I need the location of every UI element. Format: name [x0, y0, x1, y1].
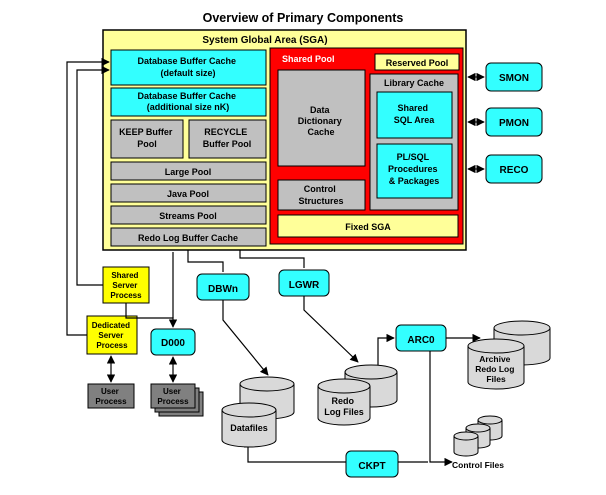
svg-text:D000: D000: [161, 338, 185, 349]
svg-text:Database Buffer Cache (a: Database Buffer Cache (additional size n…: [137, 91, 238, 112]
svg-text:DBWn: DBWn: [208, 284, 238, 295]
recycle-buffer-pool: RECYCLE Buffer Pool: [188, 119, 267, 159]
svg-text:Large Pool: Large Pool: [165, 167, 212, 177]
shared-sql-area: Shared SQL Area: [376, 91, 453, 139]
db-buffer-cache-nk: Database Buffer Cache (additional size n…: [110, 87, 267, 117]
svg-text:Redo Log Files: Redo Log Files: [324, 396, 364, 417]
large-pool: Large Pool: [110, 161, 267, 181]
user-process-stack: User Process: [150, 383, 204, 417]
svg-text:Shared Pool: Shared Pool: [282, 54, 335, 64]
svg-text:RECYCLE Buffer Pool: RECYCLE Buffer Pool: [203, 127, 252, 149]
svg-text:ARC0: ARC0: [407, 335, 435, 346]
svg-text:User Process: User Process: [95, 387, 127, 406]
svg-text:Fixed SGA: Fixed SGA: [345, 222, 391, 232]
fixed-sga: Fixed SGA: [277, 214, 459, 238]
dedicated-server-process: Dedicated Server Process: [86, 315, 138, 355]
user-process-dedicated: User Process: [87, 383, 135, 409]
diagram-title: Overview of Primary Components: [203, 11, 404, 25]
svg-text:Dedicated Server P: Dedicated Server Process: [92, 321, 132, 350]
sga-process-connectors: [467, 72, 485, 174]
svg-text:CKPT: CKPT: [358, 461, 385, 472]
lgwr-process: LGWR: [278, 269, 330, 297]
redo-log-files-disk: Redo Log Files: [317, 364, 398, 426]
pmon-process: PMON: [485, 107, 543, 137]
svg-text:Control Files: Control Files: [452, 460, 504, 470]
reserved-pool: Reserved Pool: [374, 53, 460, 71]
data-dictionary-cache: Data Dictionary Cache: [277, 69, 366, 167]
svg-text:KEEP Buffer Pool: KEEP Buffer Pool: [119, 127, 175, 149]
sga-label: System Global Area (SGA): [202, 35, 327, 46]
svg-text:LGWR: LGWR: [289, 280, 320, 291]
d000-dispatcher: D000: [150, 328, 196, 356]
svg-text:Shared SQL Area: Shared SQL Area: [394, 103, 436, 125]
control-files-disk: Control Files: [452, 415, 504, 470]
svg-text:Archive Redo Log F: Archive Redo Log Files: [475, 354, 517, 384]
redo-log-buffer-cache: Redo Log Buffer Cache: [110, 227, 267, 247]
dbwn-process: DBWn: [196, 273, 250, 301]
svg-text:Control Structures: Control Structures: [298, 184, 343, 206]
server-connectors: [66, 57, 178, 383]
streams-pool: Streams Pool: [110, 205, 267, 225]
svg-text:Data Dictionary Ca: Data Dictionary Cache: [298, 105, 345, 137]
svg-text:Java Pool: Java Pool: [167, 189, 209, 199]
control-structures: Control Structures: [277, 179, 366, 211]
db-buffer-cache-default: Database Buffer Cache (default size): [110, 49, 267, 86]
svg-text:User Process: User Process: [157, 387, 189, 406]
datafiles-disk: Datafiles: [221, 376, 295, 448]
keep-buffer-pool: KEEP Buffer Pool: [110, 119, 184, 159]
svg-text:Streams Pool: Streams Pool: [159, 211, 217, 221]
svg-text:Reserved Pool: Reserved Pool: [386, 58, 449, 68]
plsql-procedures: PL/SQL Procedures & Packages: [376, 143, 453, 199]
svg-text:Library Cache: Library Cache: [384, 78, 444, 88]
reco-process: RECO: [485, 154, 543, 184]
svg-text:Datafiles: Datafiles: [230, 423, 268, 433]
smon-process: SMON: [485, 62, 543, 92]
ckpt-process: CKPT: [345, 450, 399, 478]
arc0-process: ARC0: [395, 324, 447, 352]
java-pool: Java Pool: [110, 183, 267, 203]
archive-redo-log-files-disk: Archive Redo Log Files: [467, 320, 551, 390]
svg-text:Database Buffer Cache (d: Database Buffer Cache (default size): [137, 56, 238, 78]
svg-text:SMON: SMON: [499, 73, 529, 84]
svg-text:PL/SQL Procedures: PL/SQL Procedures & Packages: [388, 152, 440, 186]
svg-text:PMON: PMON: [499, 118, 529, 129]
svg-text:Shared Server Proc: Shared Server Process: [110, 271, 142, 300]
svg-text:Redo Log Buffer Cache: Redo Log Buffer Cache: [138, 233, 238, 243]
shared-server-process: Shared Server Process: [102, 266, 150, 304]
svg-text:RECO: RECO: [500, 165, 529, 176]
